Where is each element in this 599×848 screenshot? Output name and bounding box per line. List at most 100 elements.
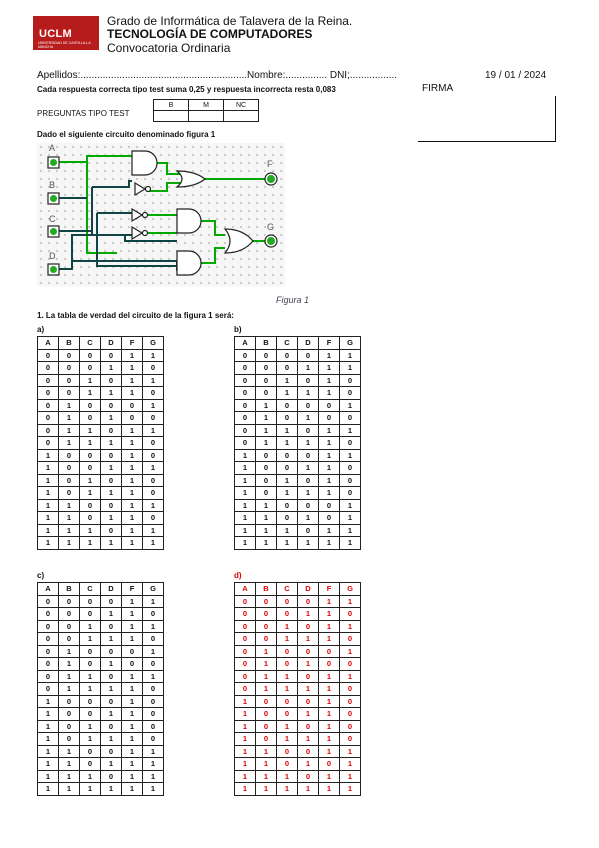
table-cell: 0 <box>234 386 256 400</box>
input-label-b: B <box>49 180 56 190</box>
table-cell: 1 <box>255 436 277 450</box>
table-cell: 0 <box>58 619 80 633</box>
table-cell: 1 <box>255 657 277 671</box>
table-cell: 0 <box>58 594 80 608</box>
table-cell: 0 <box>339 657 361 671</box>
table-cell: 0 <box>58 694 80 708</box>
table-cell: 1 <box>276 386 298 400</box>
table-cell: 0 <box>79 707 101 721</box>
table-cell: 1 <box>100 757 122 771</box>
and-gate-2 <box>176 208 202 234</box>
column-header: A <box>37 582 59 596</box>
table-cell: 1 <box>276 769 298 783</box>
table-cell: 1 <box>121 769 143 783</box>
table-cell: 1 <box>37 744 59 758</box>
signature-box[interactable] <box>418 96 556 142</box>
table-cell: 0 <box>234 607 256 621</box>
table-cell: 1 <box>297 486 319 500</box>
table-cell: 0 <box>37 373 59 387</box>
table-cell: 1 <box>58 757 80 771</box>
table-cell: 1 <box>121 632 143 646</box>
table-cell: 0 <box>37 644 59 658</box>
table-cell: 1 <box>255 523 277 537</box>
table-cell: 1 <box>142 523 164 537</box>
table-cell: 0 <box>255 707 277 721</box>
table-cell: 0 <box>100 473 122 487</box>
table-cell: 1 <box>37 536 59 550</box>
table-cell: 0 <box>58 486 80 500</box>
table-cell: 0 <box>297 769 319 783</box>
table-cell: 1 <box>234 744 256 758</box>
table-cell: 1 <box>234 461 256 475</box>
table-cell: 0 <box>234 361 256 375</box>
column-header: F <box>121 582 143 596</box>
column-header: A <box>234 336 256 350</box>
table-cell: 0 <box>234 669 256 683</box>
table-cell: 0 <box>297 448 319 462</box>
table-cell: 1 <box>79 669 101 683</box>
table-cell: 0 <box>297 348 319 362</box>
table-cell: 0 <box>37 619 59 633</box>
column-header: C <box>79 336 101 350</box>
table-cell: 0 <box>297 523 319 537</box>
table-cell: 1 <box>100 682 122 696</box>
table-cell: 1 <box>79 386 101 400</box>
table-cell: 0 <box>297 644 319 658</box>
table-cell: 0 <box>121 657 143 671</box>
table-cell: 1 <box>255 782 277 796</box>
grid-cell-b[interactable] <box>153 110 189 122</box>
table-cell: 1 <box>121 682 143 696</box>
column-header: C <box>79 582 101 596</box>
table-cell: 0 <box>142 386 164 400</box>
table-cell: 0 <box>79 657 101 671</box>
table-cell: 0 <box>276 398 298 412</box>
table-cell: 1 <box>121 732 143 746</box>
table-cell: 0 <box>37 348 59 362</box>
table-cell: 1 <box>79 473 101 487</box>
column-header: D <box>297 582 319 596</box>
wire-a <box>55 155 132 163</box>
table-cell: 1 <box>339 757 361 771</box>
table-cell: 0 <box>255 632 277 646</box>
table-cell: 1 <box>234 536 256 550</box>
table-cell: 0 <box>234 423 256 437</box>
table-cell: 1 <box>339 669 361 683</box>
question-1: 1. La tabla de verdad del circuito de la… <box>37 311 234 320</box>
table-cell: 0 <box>142 436 164 450</box>
grid-cell-nc[interactable] <box>223 110 259 122</box>
table-cell: 1 <box>37 511 59 525</box>
grid-header-nc: NC <box>223 99 259 111</box>
not-gate-c <box>131 207 144 223</box>
table-cell: 0 <box>100 744 122 758</box>
table-cell: 1 <box>318 732 340 746</box>
table-cell: 1 <box>37 486 59 500</box>
table-cell: 0 <box>318 411 340 425</box>
table-cell: 0 <box>276 348 298 362</box>
grid-cell-m[interactable] <box>188 110 224 122</box>
table-cell: 1 <box>79 373 101 387</box>
table-cell: 0 <box>58 632 80 646</box>
table-cell: 0 <box>100 423 122 437</box>
table-cell: 0 <box>255 486 277 500</box>
table-cell: 1 <box>121 669 143 683</box>
table-cell: 0 <box>297 719 319 733</box>
column-header: F <box>121 336 143 350</box>
table-cell: 1 <box>142 348 164 362</box>
table-cell: 0 <box>37 594 59 608</box>
table-cell: 1 <box>100 657 122 671</box>
column-header: F <box>318 582 340 596</box>
table-cell: 1 <box>318 632 340 646</box>
table-cell: 1 <box>234 498 256 512</box>
column-header: B <box>255 336 277 350</box>
table-cell: 1 <box>121 373 143 387</box>
